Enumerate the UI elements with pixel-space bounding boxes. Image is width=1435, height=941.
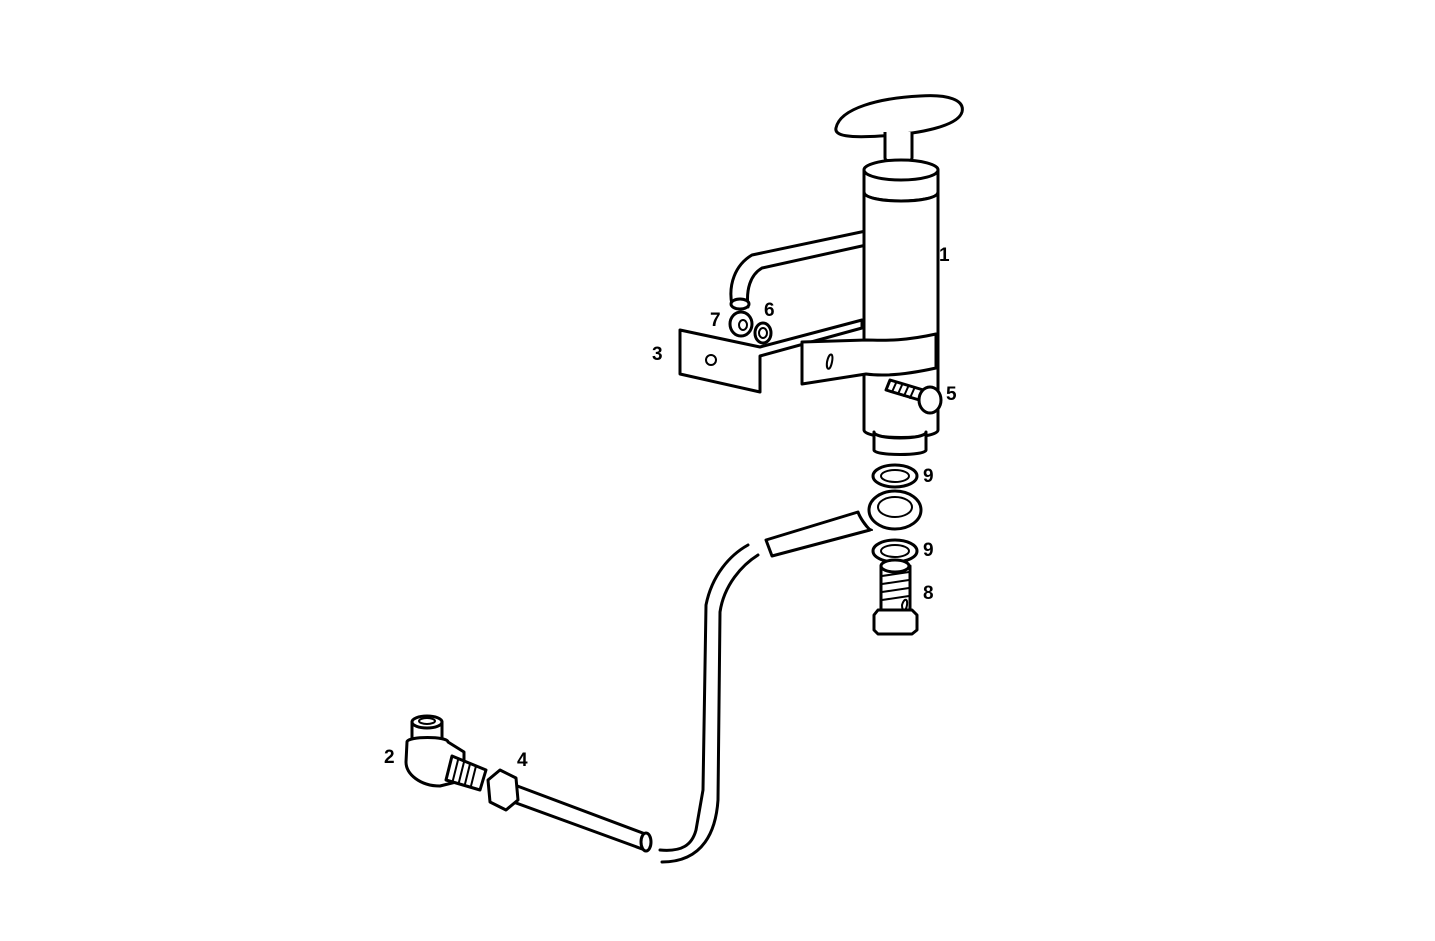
callout-9-lower: 9 (923, 540, 934, 561)
callout-4: 4 (517, 750, 528, 771)
callout-6: 6 (764, 300, 775, 321)
sealing-ring-upper (871, 463, 919, 489)
pipe-line (486, 543, 760, 864)
nut-and-washer (728, 310, 773, 345)
callout-labels: 1 2 3 4 5 6 7 8 9 9 (384, 245, 957, 771)
callout-3: 3 (652, 344, 663, 365)
clamp-screw (884, 378, 943, 415)
banjo-pipe (764, 489, 923, 558)
callout-8: 8 (923, 583, 934, 604)
banjo-bolt (872, 558, 919, 636)
elbow-fitting (404, 714, 488, 792)
callout-9-upper: 9 (923, 466, 934, 487)
callout-5: 5 (946, 384, 957, 405)
callout-2: 2 (384, 747, 395, 768)
callout-7: 7 (710, 310, 721, 331)
mounting-bracket (678, 318, 938, 394)
callout-1: 1 (939, 245, 950, 266)
